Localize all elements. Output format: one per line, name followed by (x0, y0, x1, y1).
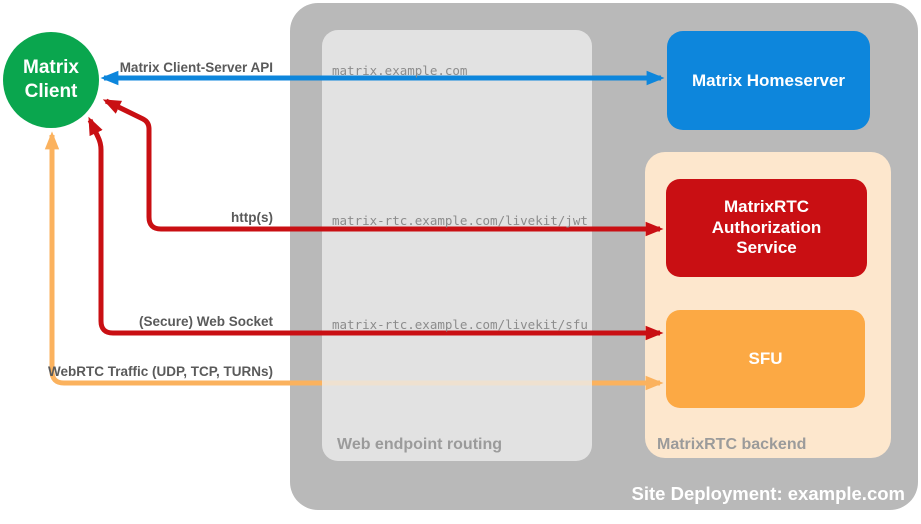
endpoint-homeserver: matrix.example.com (332, 63, 468, 78)
routing-box (322, 30, 592, 461)
https-label: http(s) (231, 210, 273, 225)
matrix-client-node: Matrix Client (3, 32, 99, 128)
websocket-label: (Secure) Web Socket (138, 314, 273, 329)
auth-service-label: MatrixRTC Authorization Service (711, 196, 822, 258)
homeserver-label: Matrix Homeserver (691, 70, 846, 90)
routing-caption: Web endpoint routing (337, 436, 503, 453)
backend-caption: MatrixRTC backend (657, 436, 807, 453)
client-label-line2: Client (24, 81, 78, 102)
auth-service-node: MatrixRTC Authorization Service (666, 179, 867, 277)
endpoint-sfu: matrix-rtc.example.com/livekit/sfu (332, 317, 588, 332)
matrix-homeserver-node: Matrix Homeserver (667, 31, 870, 130)
webrtc-traffic-label: WebRTC Traffic (UDP, TCP, TURNs) (47, 364, 273, 379)
client-server-api-label: Matrix Client-Server API (119, 60, 273, 75)
client-label-line1: Matrix (23, 57, 79, 79)
sfu-label: SFU (748, 349, 783, 368)
sfu-node: SFU (666, 310, 865, 408)
deployment-caption: Site Deployment: example.com (631, 483, 905, 504)
endpoint-jwt: matrix-rtc.example.com/livekit/jwt (332, 213, 588, 228)
